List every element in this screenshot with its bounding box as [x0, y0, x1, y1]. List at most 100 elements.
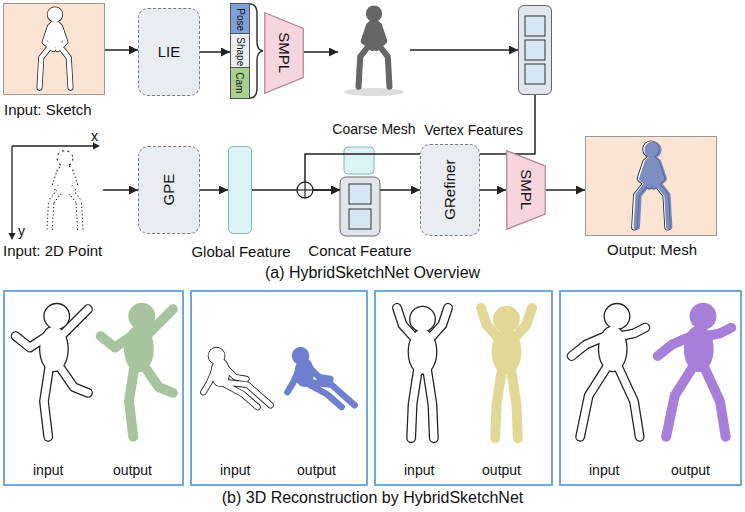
drawing-part [349, 184, 371, 204]
caption-heading: Output: Mesh [607, 241, 697, 258]
panel-text-holder: output [671, 461, 710, 479]
drawing-part [287, 350, 354, 407]
param-cell: Cam [230, 67, 250, 99]
drawing-part [250, 4, 263, 98]
drawing-part [344, 147, 374, 174]
panel-text: output [482, 462, 521, 478]
input-sketch-figure [3, 3, 105, 95]
figure-caption-holder: (a) HybridSketchNet Overview [0, 264, 745, 282]
heading-holder: Output: Mesh [607, 241, 697, 259]
drawing-part [518, 5, 552, 95]
drawing-part [16, 308, 88, 437]
sum-cross [304, 182, 305, 198]
trapezoid-shape [265, 13, 304, 94]
drawing-part [572, 308, 646, 437]
caption-heading: Coarse Mesh [332, 121, 415, 137]
box-label: LIE [158, 43, 181, 60]
result-panel: input output [374, 290, 553, 486]
panel-text-holder: output [297, 461, 336, 479]
box-label: Shape [234, 38, 246, 67]
coarse-mesh-figure [344, 8, 404, 96]
smpl-trapezoid: SMPL [264, 12, 304, 94]
sum-circle [297, 182, 313, 198]
drawing-part [525, 64, 545, 84]
param-bracket [250, 4, 263, 98]
drawing-part [40, 9, 71, 87]
panel-text: input [33, 462, 63, 478]
heading-holder: Global Feature [191, 243, 290, 261]
panel-text: output [671, 462, 710, 478]
caption-heading: Input: Sketch [4, 101, 92, 118]
connector [304, 51, 338, 53]
box-label: Cam [234, 72, 246, 93]
box-label: Pose [234, 8, 246, 31]
drawing-part [525, 40, 545, 60]
drawing-part [12, 145, 97, 146]
heading-holder: Vertex Features [424, 121, 523, 139]
caption-heading: Concat Feature [308, 242, 411, 259]
connector [200, 51, 230, 53]
panel-text: output [297, 462, 336, 478]
axis-label-holder: x [91, 127, 98, 145]
output-mesh: Output: Mesh [585, 136, 717, 236]
concat-feature-blocks [340, 147, 380, 236]
axis-label: x [91, 128, 98, 144]
drawing-part [50, 153, 81, 231]
heading-holder: Coarse Mesh [332, 120, 415, 138]
connector [410, 49, 518, 51]
input-sketch: Input: Sketch [3, 3, 105, 95]
drawing-part [637, 145, 669, 227]
drawing-part [203, 350, 270, 407]
drawing-part [658, 308, 732, 437]
box-label: SMPL [517, 170, 534, 211]
param-cell: Shape [230, 33, 250, 72]
drawing-part [525, 16, 545, 36]
drawing-part [203, 350, 270, 407]
vertex-feature-blocks [518, 5, 552, 95]
panel-text-holder: input [404, 461, 434, 479]
result-panel: input output [559, 290, 742, 486]
concat-feature: Concat Feature [340, 146, 380, 236]
connector [480, 189, 506, 191]
drawing-part [340, 177, 380, 236]
connector [105, 49, 138, 51]
coarse-mesh: Coarse Mesh [338, 5, 410, 95]
drawing-part [16, 308, 88, 437]
figure-caption: (b) 3D Reconstruction by HybridSketchNet [222, 489, 523, 507]
point-axes [9, 143, 101, 241]
drawing-part [349, 209, 371, 229]
drawing-part [481, 308, 532, 438]
panel-text-holder: output [113, 461, 152, 479]
panel-text: input [404, 462, 434, 478]
encoder-box: GPE [138, 146, 200, 234]
drawing-part [50, 153, 81, 231]
encoder-box: LIE [138, 8, 200, 96]
box-label: SMPL [275, 33, 292, 74]
panel-text: output [113, 462, 152, 478]
smpl-trapezoid: SMPL [506, 150, 546, 230]
panel-text-holder: input [589, 461, 619, 479]
refiner-box: GRefiner [420, 144, 480, 236]
drawing-part [397, 308, 448, 438]
heading-holder: Input: 2D Point [3, 242, 102, 260]
connector [200, 189, 228, 191]
panel-text-holder: input [33, 461, 63, 479]
drawing-part [11, 146, 12, 237]
drawing-part [585, 136, 717, 236]
axis-label-holder: y [18, 222, 25, 240]
axis-label: y [18, 223, 25, 239]
drawing-part [9, 233, 16, 240]
connector [546, 189, 585, 191]
drawing-part [359, 8, 390, 86]
drawing-part [40, 9, 71, 87]
point-figure [50, 153, 81, 231]
panel-text-holder: input [220, 461, 250, 479]
heading-holder: Concat Feature [308, 242, 411, 260]
connector [380, 189, 420, 191]
output-mesh-figure [585, 136, 717, 236]
trapezoid-shape [507, 151, 546, 230]
box-label: GPE [160, 174, 177, 206]
drawing-part [3, 3, 105, 95]
drawing-part [344, 88, 404, 96]
